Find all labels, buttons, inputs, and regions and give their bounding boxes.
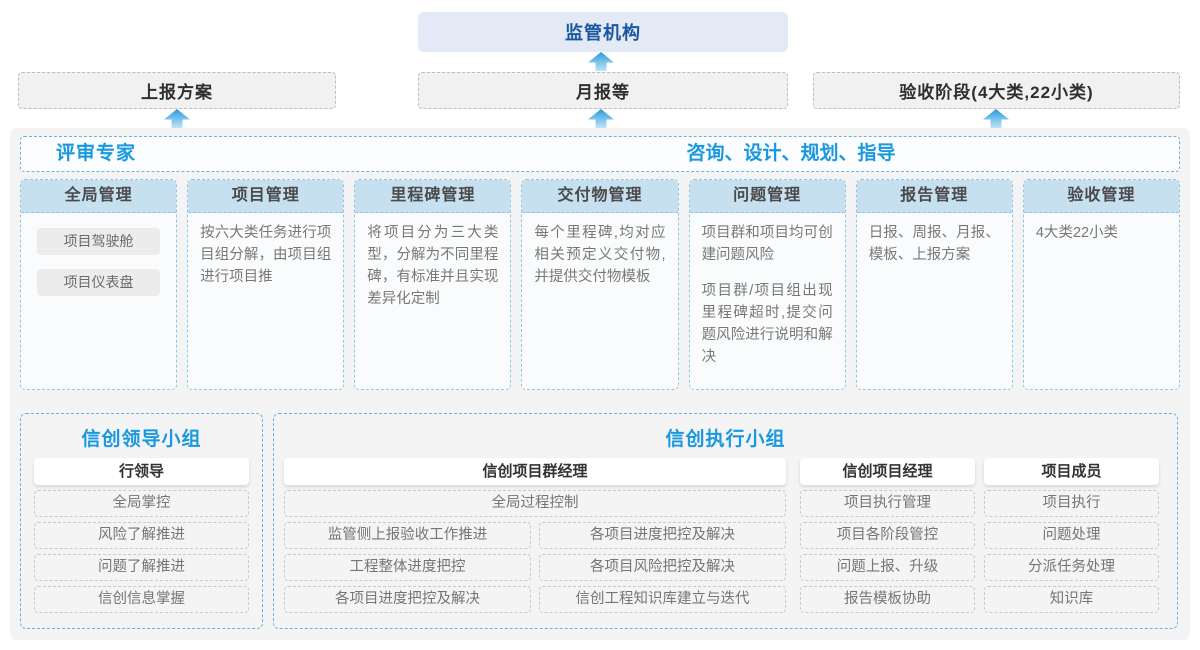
column-title: 问题管理 [689,180,845,213]
program-manager-item-full: 全局过程控制 [284,490,786,517]
column-paragraph: 4大类22小类 [1035,225,1119,241]
project-member-item: 分派任务处理 [984,554,1159,581]
project-manager-item: 报告模板协助 [800,586,975,613]
arrow-up-icon [164,109,190,128]
output-box-report-plan: 上报方案 [18,72,336,109]
tag-project-dashboard: 项目仪表盘 [37,269,161,296]
role-program-manager: 信创项目群经理 [284,458,786,485]
leadership-item: 风险了解推进 [34,522,249,549]
column-project-management: 项目管理 按六大类任务进行项目组分解，由项目组进行项目推 [187,179,345,390]
program-manager-column: 信创项目群经理 全局过程控制 监管侧上报验收工作推进 各项目进度把控及解决 工程… [284,458,786,613]
column-deliverable-management: 交付物管理 每个里程碑,均对应相关预定义交付物,并提供交付物模板 [521,179,679,390]
project-member-column: 项目成员 项目执行 问题处理 分派任务处理 知识库 [984,458,1159,613]
project-manager-item: 问题上报、升级 [800,554,975,581]
column-paragraph: 项目群/项目组出现里程碑超时,提交问题风险进行说明和解决 [701,283,833,365]
column-body: 每个里程碑,均对应相关预定义交付物,并提供交付物模板 [522,213,677,288]
main-panel: 评审专家 咨询、设计、规划、指导 全局管理 项目驾驶舱 项目仪表盘 项目管理 按… [10,128,1190,640]
column-milestone-management: 里程碑管理 将项目分为三大类型，分解为不同里程碑，有标准并且实现差异化定制 [354,179,512,390]
column-body: 按六大类任务进行项目组分解，由项目组进行项目推 [188,213,343,288]
role-bank-leader: 行领导 [34,458,249,485]
program-manager-item-grid: 监管侧上报验收工作推进 各项目进度把控及解决 工程整体进度把控 各项目风险把控及… [284,517,786,613]
program-manager-item: 监管侧上报验收工作推进 [284,522,531,549]
leadership-group-title: 信创领导小组 [81,429,202,450]
program-manager-item: 各项目风险把控及解决 [539,554,786,581]
leadership-content: 行领导 全局掌控 风险了解推进 问题了解推进 信创信息掌握 [34,458,249,613]
column-body: 项目驾驶舱 项目仪表盘 [21,213,176,296]
leadership-item: 信创信息掌握 [34,586,249,613]
regulator-box: 监管机构 [418,12,788,52]
column-body: 将项目分为三大类型，分解为不同里程碑，有标准并且实现差异化定制 [355,213,510,310]
column-paragraph: 项目群和项目均可创建问题风险 [701,225,833,263]
column-title: 交付物管理 [522,180,678,213]
project-member-item: 问题处理 [984,522,1159,549]
column-title: 验收管理 [1023,180,1179,213]
program-manager-item: 各项目进度把控及解决 [284,586,531,613]
consulting-title: 咨询、设计、规划、指导 [686,143,896,164]
column-title: 报告管理 [856,180,1012,213]
arrow-up-icon [588,52,614,71]
execution-group-title: 信创执行小组 [665,429,786,450]
program-manager-item: 工程整体进度把控 [284,554,531,581]
expert-band: 评审专家 咨询、设计、规划、指导 [20,136,1180,172]
column-body: 4大类22小类 [1024,213,1179,244]
project-member-item: 知识库 [984,586,1159,613]
output-box-monthly-report: 月报等 [418,72,788,109]
review-experts-title: 评审专家 [56,143,137,164]
column-body: 项目群和项目均可创建问题风险 项目群/项目组出现里程碑超时,提交问题风险进行说明… [690,213,845,368]
leadership-group: 信创领导小组 行领导 全局掌控 风险了解推进 问题了解推进 信创信息掌握 [20,413,263,629]
execution-group: 信创执行小组 信创项目群经理 全局过程控制 监管侧上报验收工作推进 各项目进度把… [273,413,1178,629]
role-project-manager: 信创项目经理 [800,458,975,485]
arrow-up-icon [983,109,1009,128]
column-paragraph: 将项目分为三大类型，分解为不同里程碑，有标准并且实现差异化定制 [367,225,499,307]
project-manager-item: 项目执行管理 [800,490,975,517]
program-manager-item: 信创工程知识库建立与迭代 [539,586,786,613]
column-body: 日报、周报、月报、模板、上报方案 [857,213,1012,266]
column-title: 项目管理 [188,180,344,213]
column-global-management: 全局管理 项目驾驶舱 项目仪表盘 [20,179,178,390]
project-member-item: 项目执行 [984,490,1159,517]
program-manager-item: 各项目进度把控及解决 [539,522,786,549]
leadership-item: 问题了解推进 [34,554,249,581]
project-manager-item: 项目各阶段管控 [800,522,975,549]
execution-content: 信创项目群经理 全局过程控制 监管侧上报验收工作推进 各项目进度把控及解决 工程… [284,458,1159,613]
column-issue-management: 问题管理 项目群和项目均可创建问题风险 项目群/项目组出现里程碑超时,提交问题风… [688,179,846,390]
column-paragraph: 日报、周报、月报、模板、上报方案 [868,225,1000,263]
leadership-item: 全局掌控 [34,490,249,517]
column-acceptance-management: 验收管理 4大类22小类 [1022,179,1180,390]
column-paragraph: 按六大类任务进行项目组分解，由项目组进行项目推 [200,225,332,285]
column-title: 全局管理 [21,180,177,213]
output-box-acceptance-phase: 验收阶段(4大类,22小类) [813,72,1180,109]
capability-columns: 全局管理 项目驾驶舱 项目仪表盘 项目管理 按六大类任务进行项目组分解，由项目组… [20,179,1180,390]
arrow-up-icon [588,109,614,128]
column-paragraph: 每个里程碑,均对应相关预定义交付物,并提供交付物模板 [534,225,666,285]
column-title: 里程碑管理 [355,180,511,213]
tag-project-cockpit: 项目驾驶舱 [37,228,161,255]
column-report-management: 报告管理 日报、周报、月报、模板、上报方案 [855,179,1013,390]
role-project-member: 项目成员 [984,458,1159,485]
project-manager-column: 信创项目经理 项目执行管理 项目各阶段管控 问题上报、升级 报告模板协助 [800,458,975,613]
